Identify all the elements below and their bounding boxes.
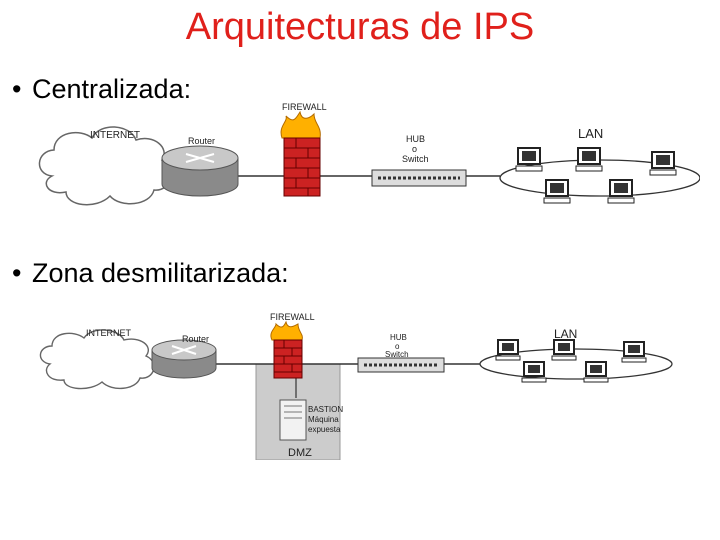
bullet-label: Zona desmilitarizada: — [32, 258, 289, 288]
hub-icon — [357, 357, 445, 373]
lan-computer-icon — [515, 147, 543, 172]
lan-computer-icon — [607, 179, 635, 204]
lan-computer-icon — [495, 339, 521, 361]
hub-label: HUB — [390, 333, 407, 342]
bullet-dmz: • Zona desmilitarizada: — [12, 258, 289, 289]
bastion-server-icon — [279, 399, 307, 441]
router-icon — [151, 339, 217, 379]
router-icon — [161, 145, 239, 197]
switch-label: Switch — [385, 350, 409, 359]
lan-computer-icon — [575, 147, 603, 172]
firewall-label: FIREWALL — [270, 312, 315, 322]
dmz-label: DMZ — [288, 447, 312, 459]
lan-computer-icon — [521, 361, 547, 383]
bullet-label: Centralizada: — [32, 74, 192, 104]
page-title: Arquitecturas de IPS — [185, 6, 535, 48]
router-label: Router — [188, 136, 215, 146]
bullet-dot: • — [12, 258, 22, 288]
lan-computer-icon — [583, 361, 609, 383]
lan-computer-icon — [551, 339, 577, 361]
internet-label: INTERNET — [90, 130, 140, 141]
internet-cloud-icon — [39, 329, 155, 390]
lan-ring — [479, 348, 673, 380]
bastion-label: BASTION — [308, 405, 343, 414]
hub-label: HUB — [406, 134, 425, 144]
internet-label: INTERNET — [86, 328, 132, 338]
lan-label: LAN — [554, 327, 577, 341]
hub-icon — [371, 169, 467, 187]
switch-label: Switch — [402, 154, 429, 164]
router-label: Router — [182, 334, 209, 344]
lan-computer-icon — [543, 179, 571, 204]
bullet-dot: • — [12, 74, 22, 104]
lan-label: LAN — [578, 126, 603, 141]
hub-o-label: o — [395, 342, 400, 351]
bastion-expuesta-label: expuesta — [308, 425, 341, 434]
centralized-network-diagram: INTERNET Router FIREWALL HUB o Switch LA… — [38, 102, 700, 206]
lan-computer-icon — [621, 341, 647, 363]
dmz-network-diagram: DMZ INTERNET Router FIREWALL BASTION Máq… — [39, 312, 673, 460]
lan-computer-icon — [649, 151, 677, 176]
bullet-centralizada: • Centralizada: — [12, 74, 191, 105]
firewall-icon — [280, 110, 321, 197]
firewall-label: FIREWALL — [282, 102, 327, 112]
bastion-maquina-label: Máquina — [308, 415, 339, 424]
firewall-icon — [270, 320, 303, 379]
hub-o-label: o — [412, 144, 417, 154]
